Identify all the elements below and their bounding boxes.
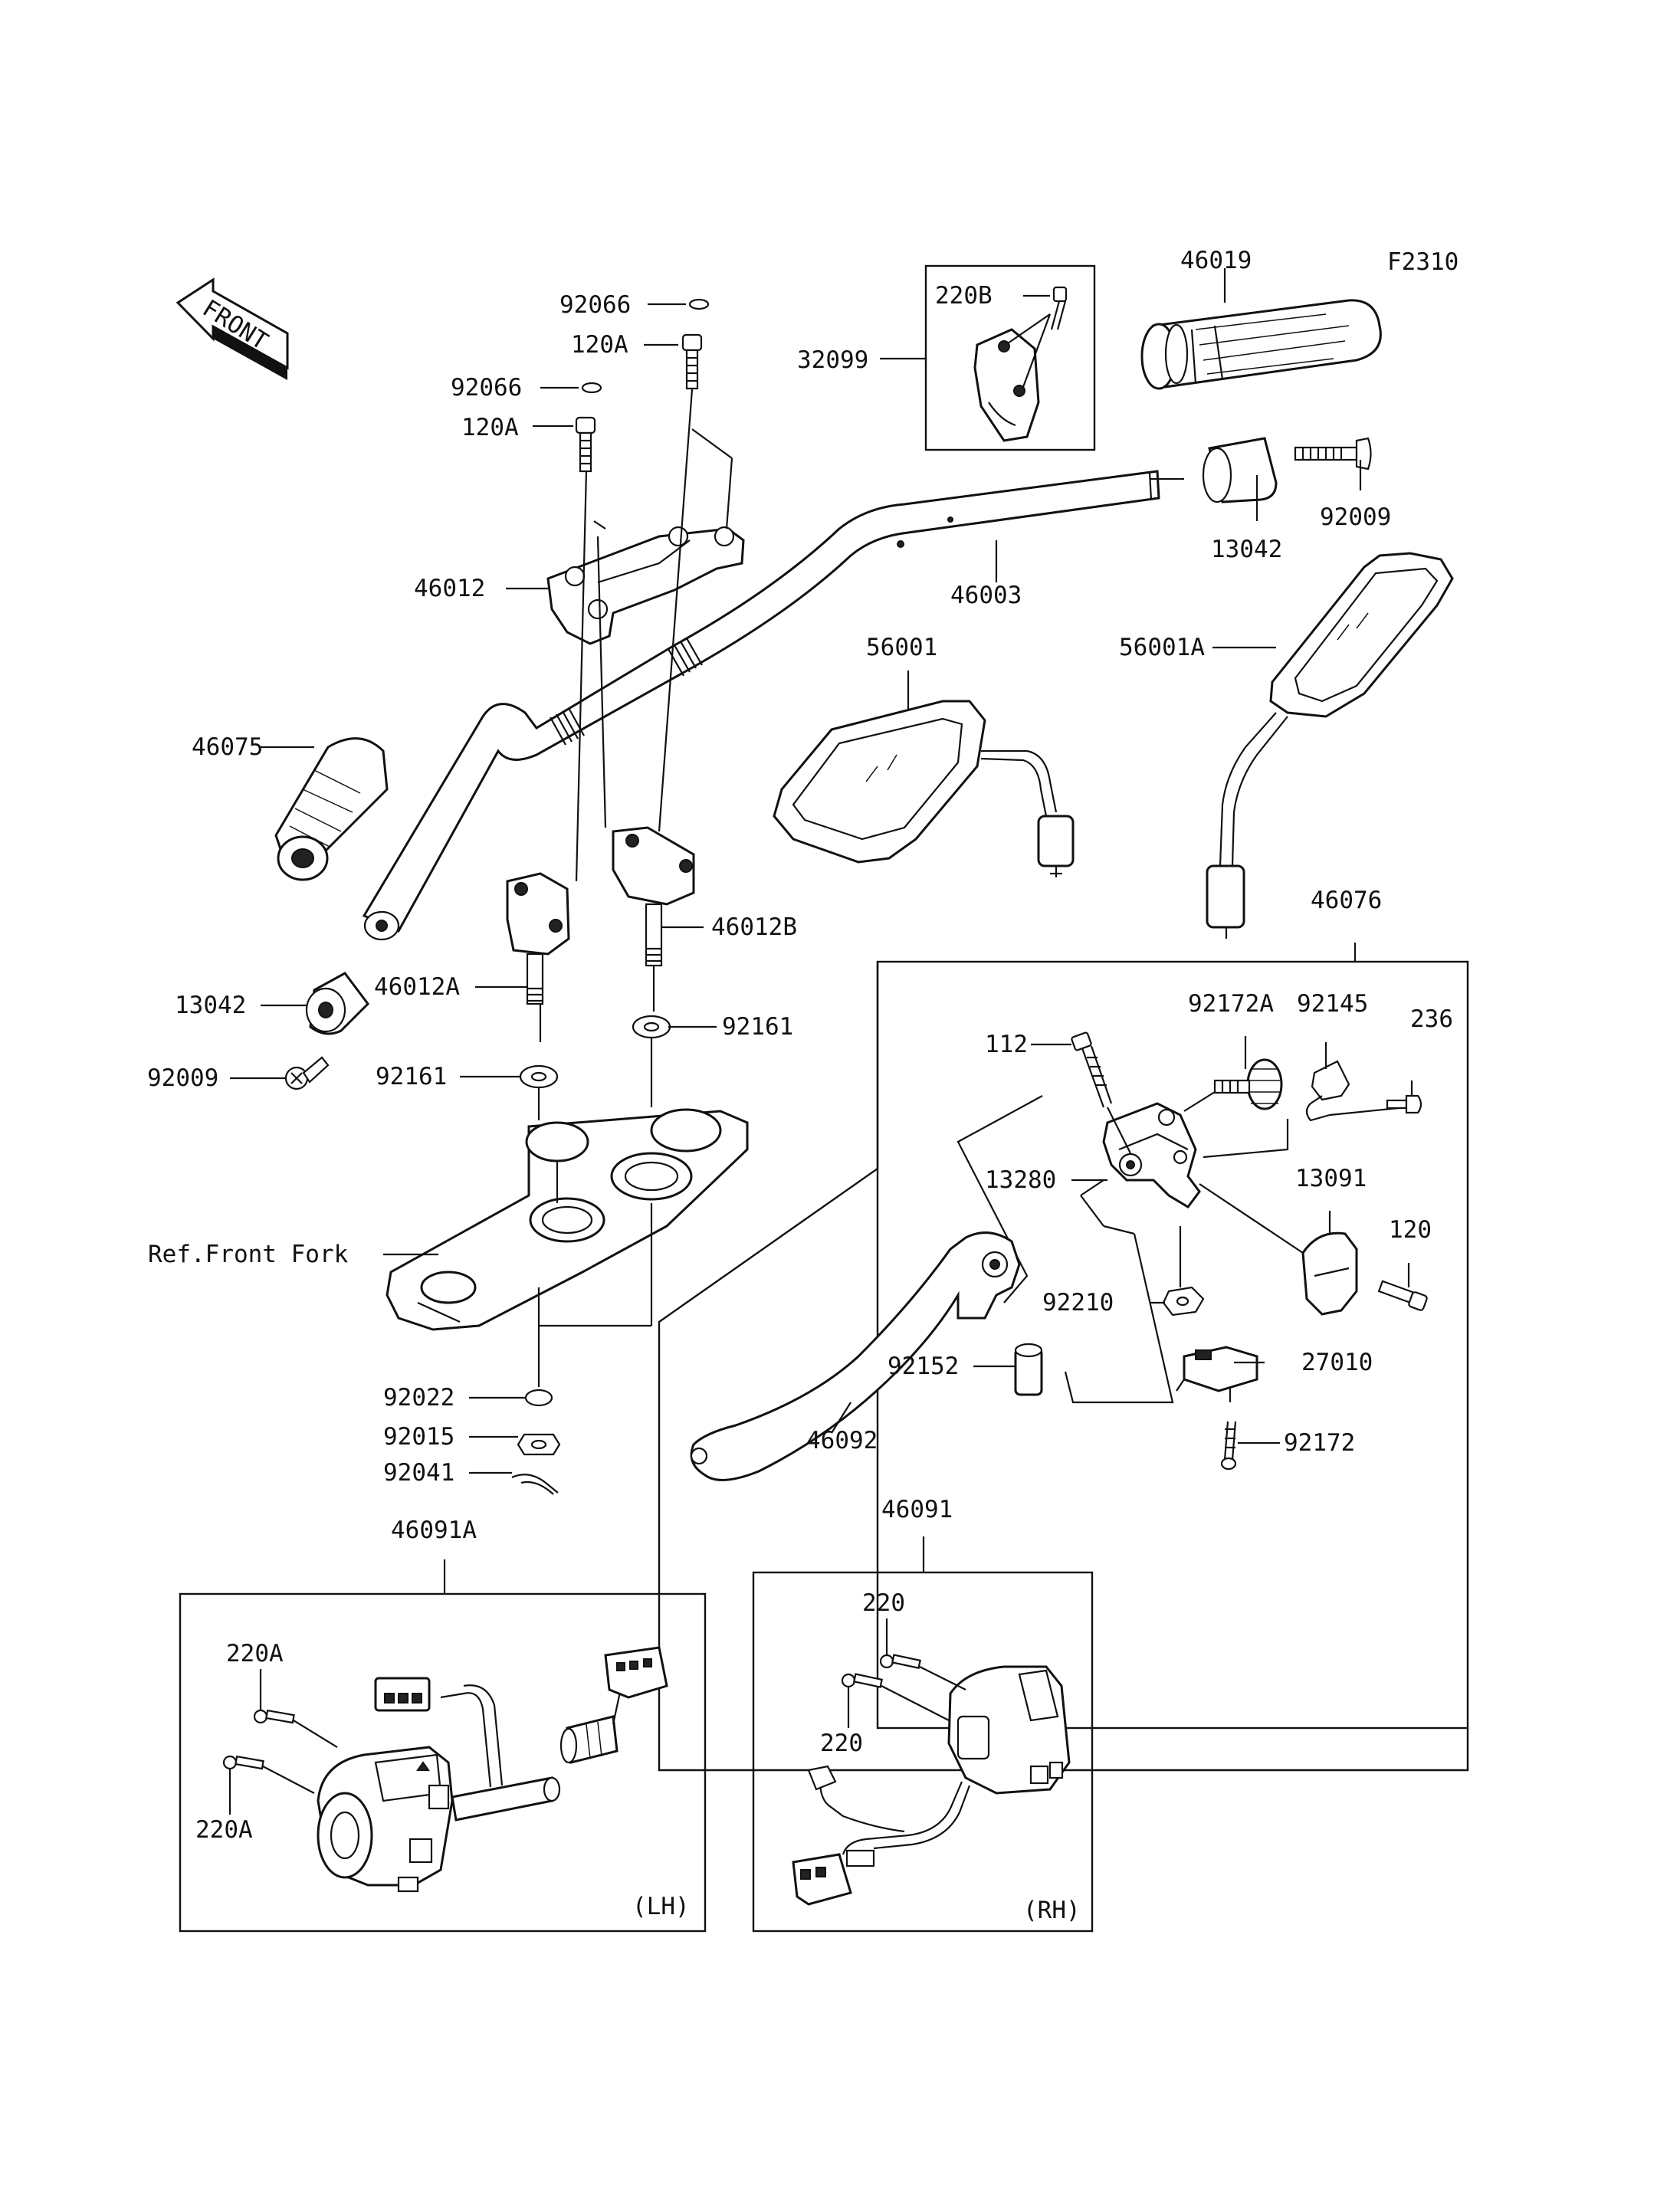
mirror-56001	[773, 700, 1075, 877]
clamp-13091	[1301, 1211, 1358, 1316]
label-120A-upper: 120A	[571, 331, 628, 359]
label-220B: 220B	[935, 282, 993, 310]
screw-220A-lower	[222, 1755, 315, 1794]
screw-92009-right	[1294, 437, 1372, 471]
washer-92066-upper	[688, 298, 710, 310]
label-56001A: 56001A	[1119, 634, 1205, 661]
brake-lever-46092	[690, 1231, 1021, 1481]
screw-236	[1386, 1080, 1422, 1114]
label-13042-right: 13042	[1211, 536, 1282, 563]
bolt-120	[1377, 1280, 1428, 1311]
bar-end-weight-13042-right	[1202, 437, 1278, 503]
label-46019: 46019	[1180, 247, 1252, 274]
label-92015: 92015	[383, 1423, 454, 1451]
label-236: 236	[1410, 1005, 1453, 1033]
screw-92172	[1220, 1421, 1237, 1471]
label-92152: 92152	[888, 1353, 959, 1380]
label-56001: 56001	[866, 634, 937, 661]
screw-220-upper	[879, 1654, 966, 1690]
label-92022: 92022	[383, 1384, 454, 1412]
label-92172: 92172	[1284, 1429, 1355, 1457]
clip-92145	[1305, 1042, 1350, 1122]
label-92041: 92041	[383, 1459, 454, 1487]
bolt-120A-lower	[575, 416, 596, 473]
front-arrow-icon: FRONT	[176, 277, 289, 380]
label-92210: 92210	[1042, 1289, 1114, 1317]
screw-220A-upper	[253, 1709, 338, 1748]
label-46012B: 46012B	[711, 913, 797, 941]
bar-end-weight-13042-left	[305, 972, 369, 1035]
label-220A-lower: 220A	[195, 1816, 253, 1844]
label-rh: (RH)	[1023, 1897, 1081, 1924]
label-220-upper: 220	[862, 1589, 905, 1617]
label-lh: (LH)	[632, 1893, 690, 1920]
label-92066-lower: 92066	[451, 374, 522, 402]
label-120A-lower: 120A	[461, 414, 519, 441]
upper-holder-46012	[546, 526, 745, 645]
box-46091A	[179, 1592, 707, 1933]
cotter-pin-92041	[511, 1474, 559, 1495]
label-92145: 92145	[1297, 990, 1368, 1018]
mirror-56001A	[1206, 552, 1454, 939]
nut-92210	[1162, 1286, 1205, 1317]
label-112: 112	[985, 1031, 1028, 1058]
label-46012A: 46012A	[374, 973, 460, 1001]
lh-switch-housing-46091A	[317, 1646, 668, 1893]
label-13091: 13091	[1295, 1165, 1367, 1192]
grip-46075	[274, 737, 389, 881]
label-46003: 46003	[950, 582, 1022, 609]
collar-92152	[1014, 1343, 1043, 1396]
label-92066-upper: 92066	[559, 291, 631, 319]
washer-92066-lower	[581, 382, 602, 394]
drawing-code: F2310	[1387, 248, 1459, 276]
box-46076-lower	[658, 1168, 1469, 1772]
label-220A-upper: 220A	[226, 1640, 284, 1667]
label-120: 120	[1389, 1216, 1432, 1244]
label-220-lower: 220	[820, 1730, 863, 1757]
label-leaders	[228, 268, 1362, 1815]
label-92009-left: 92009	[147, 1064, 218, 1092]
label-13280: 13280	[985, 1166, 1056, 1194]
label-92161-right: 92161	[722, 1013, 793, 1041]
lower-holder-46012B	[612, 826, 695, 967]
label-ref-front-fork: Ref.Front Fork	[148, 1241, 349, 1268]
label-46092: 46092	[806, 1427, 878, 1454]
label-92172A: 92172A	[1188, 990, 1274, 1018]
label-92161-left: 92161	[376, 1063, 447, 1090]
label-92009-right: 92009	[1320, 503, 1391, 531]
part-labels: 92066 120A 92066 120A 46012 32099 220B 4…	[147, 247, 1453, 1924]
steering-stem-head	[386, 1108, 749, 1331]
label-46075: 46075	[192, 733, 263, 761]
handlebar-group	[362, 470, 1160, 941]
box-46076	[876, 960, 1469, 1730]
label-46091A: 46091A	[391, 1517, 477, 1544]
label-32099: 32099	[797, 346, 868, 374]
lever-holder-13280	[1102, 1102, 1201, 1208]
switch-27010	[1176, 1346, 1258, 1402]
throttle-grip-46019	[1140, 299, 1382, 390]
screw-220-lower	[841, 1673, 950, 1721]
nut-92015	[517, 1433, 561, 1456]
label-46076: 46076	[1311, 887, 1382, 914]
screw-112	[1071, 1031, 1131, 1154]
throttle-housing-32099	[973, 286, 1068, 442]
rh-switch-housing-46091	[792, 1665, 1071, 1906]
adjuster-92172A	[1183, 1058, 1283, 1112]
label-46091: 46091	[881, 1496, 953, 1523]
label-46012: 46012	[414, 575, 485, 602]
lower-holder-46012A	[506, 872, 570, 1005]
label-13042-left: 13042	[175, 992, 246, 1019]
leader-lines-upper	[539, 389, 733, 1042]
bolt-120A-upper	[681, 333, 703, 390]
washer-92022	[524, 1389, 553, 1407]
screw-92009-left	[284, 1056, 330, 1090]
label-27010: 27010	[1301, 1349, 1373, 1376]
